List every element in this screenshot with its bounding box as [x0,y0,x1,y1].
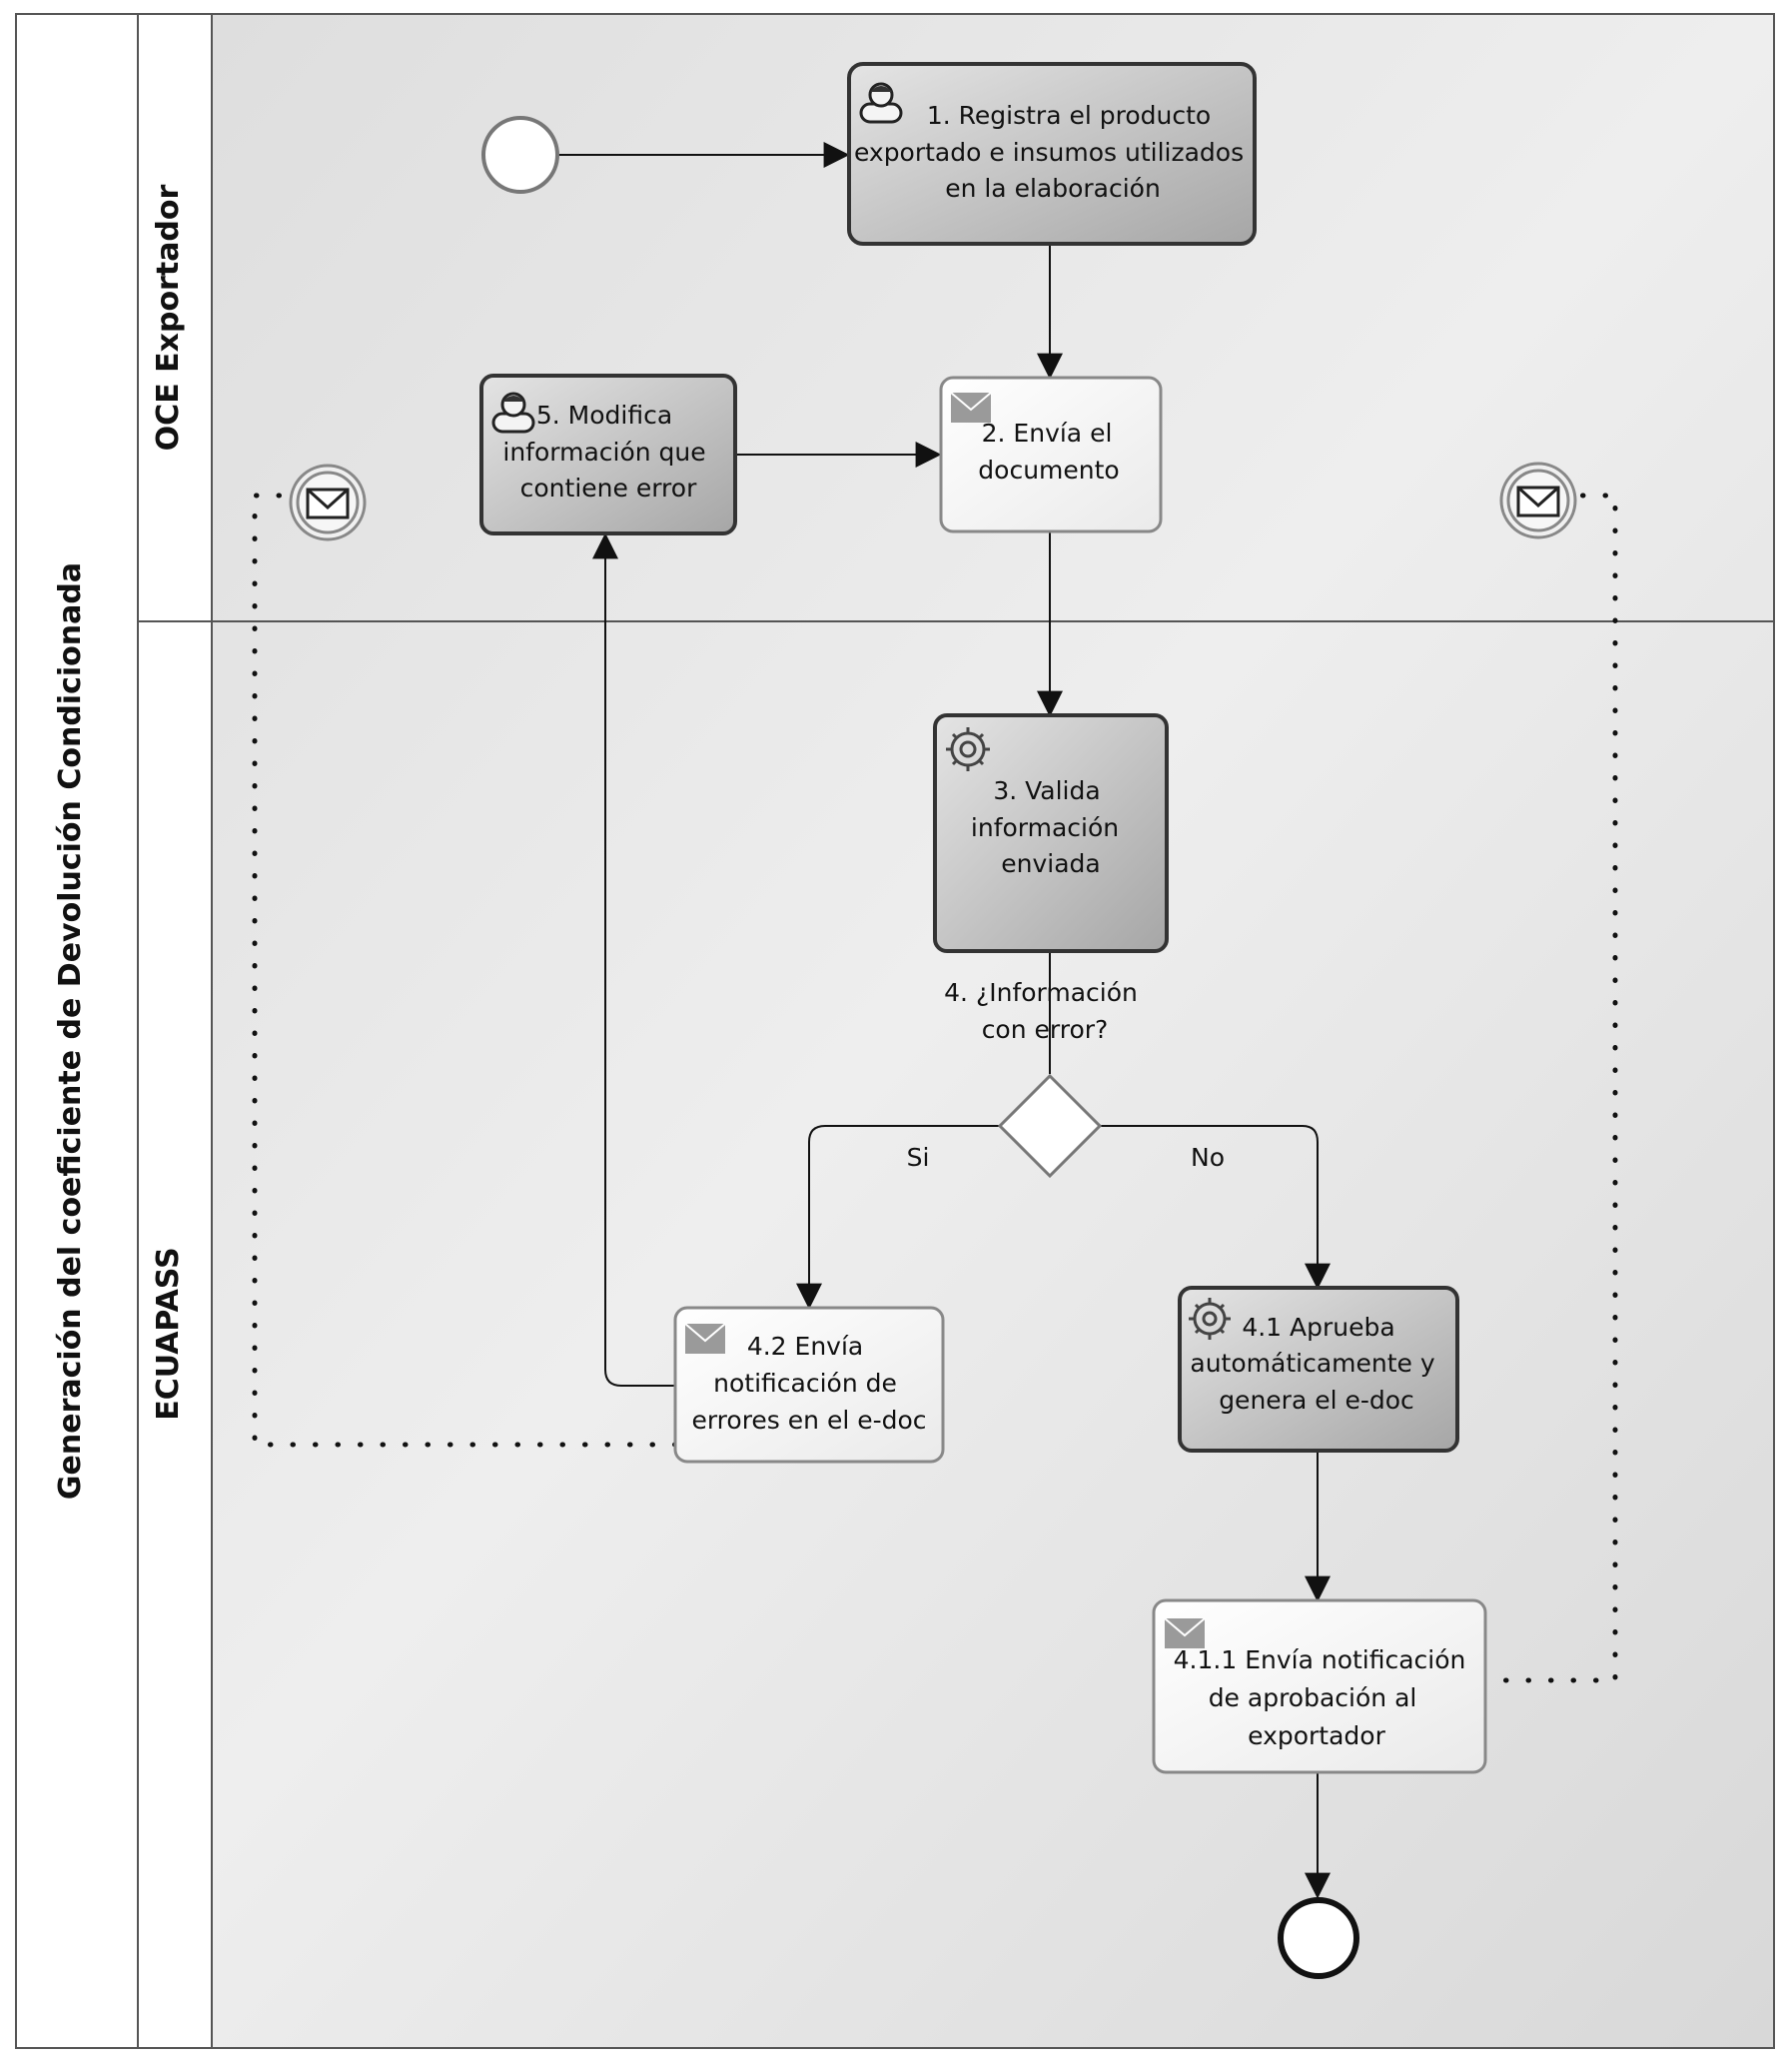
task-4-2-envia-notificacion-errores: 4.2 Envía notificación de errores en el … [673,1306,945,1464]
pool-title: Generación del coeficiente de Devolución… [53,562,88,1500]
envelope-icon [950,392,992,423]
envelope-icon [306,488,350,519]
gateway-question-line-2: con error? [982,1015,1109,1044]
task-4-1-1-line-3: exportador [1248,1721,1385,1750]
task-4-1-1-line-2: de aprobación al [1209,1683,1417,1712]
svg-text:5. Modifica información: 5. Modifica información que contiene err… [502,401,713,503]
task-4-2-line-2: notificación de [713,1369,897,1398]
sequence-flows [557,142,1331,1899]
task-4-1-1-line-1: 4.1.1 Envía notificación [1174,1645,1466,1674]
task-3-line-1: 3. Valida [993,776,1100,805]
svg-text:4.2 Envía notificación d: 4.2 Envía notificación de errores en el … [691,1332,926,1435]
exclusive-gateway [997,1073,1103,1179]
start-event [481,116,559,194]
svg-text:4. ¿Información con erro: 4. ¿Información con error? [944,978,1146,1044]
task-4-2-line-3: errores en el e-doc [691,1406,926,1435]
svg-text:2. Envía el documento: 2. Envía el documento [978,419,1120,485]
message-event-left [289,464,367,541]
task-1-line-1: 1. Registra el producto [927,101,1211,130]
task-5-line-1: 5. Modifica [536,401,672,430]
svg-text:4.1.1 Envía notificación: 4.1.1 Envía notificación de aprobación a… [1174,1645,1474,1750]
envelope-icon [1164,1617,1206,1648]
user-icon [859,82,903,124]
task-4-1-line-1: 4.1 Aprueba [1242,1313,1394,1342]
task-5-modifica: 5. Modifica información que contiene err… [479,374,737,535]
pool: Generación del coeficiente de Devolución… [15,13,1775,2049]
task-4-2-line-1: 4.2 Envía [747,1332,863,1361]
task-4-1-aprueba: 4.1 Aprueba automáticamente y genera el … [1178,1286,1459,1453]
message-flows [252,493,1618,1683]
task-3-line-2: información [971,813,1119,842]
task-4-1-line-3: genera el e-doc [1219,1386,1414,1415]
flow-t42-to-t5 [592,532,675,1387]
task-2-line-1: 2. Envía el [982,419,1113,448]
message-flow-right [1480,493,1618,1683]
task-4-1-line-2: automáticamente y [1190,1349,1434,1378]
gear-icon [1189,1298,1231,1340]
message-event-right [1499,462,1577,539]
flow-gateway-no [1100,1125,1331,1290]
branch-label-no: No [1191,1143,1225,1172]
task-3-line-3: enviada [1001,849,1100,878]
svg-text:4.1 Aprueba automáticame: 4.1 Aprueba automáticamente y genera el … [1190,1313,1442,1415]
user-icon [491,392,535,434]
task-5-line-2: información que [502,438,705,467]
gateway-question: 4. ¿Información con error? [944,978,1146,1044]
svg-text:3. Valida información: 3. Valida información enviada [971,776,1127,878]
task-2-line-2: documento [978,456,1119,485]
lane-label-oce: OCE Exportador [151,184,186,451]
branch-label-yes: Si [907,1143,930,1172]
task-2-envia-documento: 2. Envía el documento [939,376,1163,533]
envelope-icon [1516,486,1560,517]
lane-label-ecuapass: ECUAPASS [151,1247,186,1420]
task-1-line-3: en la elaboración [945,174,1161,203]
task-3-valida: 3. Valida información enviada [933,713,1169,953]
task-4-1-1-envia-notificacion-aprobacion: 4.1.1 Envía notificación de aprobación a… [1152,1598,1487,1774]
flow-gateway-yes [796,1125,1000,1310]
task-5-line-3: contiene error [520,474,697,503]
task-1-registra: 1. Registra el producto exportado e insu… [847,62,1257,246]
envelope-icon [684,1323,726,1354]
gateway-question-line-1: 4. ¿Información [944,978,1138,1007]
svg-text:1. Registra el producto: 1. Registra el producto exportado e insu… [854,101,1252,203]
gear-icon [946,727,990,771]
end-event [1278,1897,1359,1979]
task-1-line-2: exportado e insumos utilizados [854,138,1244,167]
